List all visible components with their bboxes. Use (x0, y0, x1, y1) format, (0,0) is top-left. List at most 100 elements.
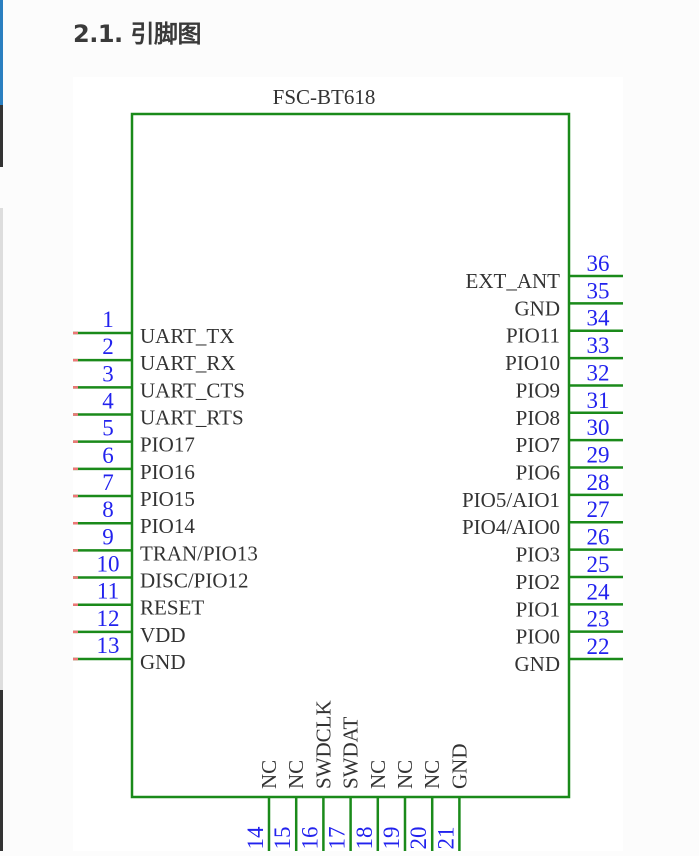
pin-number: 30 (587, 415, 610, 440)
pin-number: 25 (587, 552, 610, 577)
pin-number: 29 (587, 443, 610, 468)
pin-number: 26 (587, 525, 610, 550)
pin-label: PIO9 (516, 378, 560, 402)
pin-label: GND (140, 650, 186, 674)
pin-label: UART_TX (140, 324, 234, 348)
pin-number: 22 (587, 634, 610, 659)
pin-15: 15 NC (270, 760, 308, 851)
pin-number: 27 (587, 497, 610, 522)
pin-label: PIO3 (516, 543, 560, 567)
pin-label: NC (284, 760, 308, 789)
pin-number: 3 (102, 361, 114, 386)
chip-outline (130, 112, 571, 799)
pin-number: 32 (587, 360, 610, 385)
pin-number: 11 (97, 579, 119, 604)
pin-label: NC (257, 760, 281, 789)
pin-number: 16 (297, 827, 322, 850)
pin-label: PIO15 (140, 487, 195, 511)
pin-number: 17 (325, 827, 350, 850)
sidebar-edge (0, 690, 3, 851)
pin-label: PIO2 (516, 570, 560, 594)
sidebar-edge (0, 0, 3, 105)
pin-label: EXT_ANT (466, 269, 561, 293)
pin-number: 28 (587, 470, 610, 495)
pin-label: NC (420, 760, 444, 789)
pin-label: PIO11 (506, 324, 560, 348)
pin-number: 23 (587, 607, 610, 632)
pin-number: 8 (102, 497, 114, 522)
pin-label: DISC/PIO12 (140, 569, 249, 593)
pin-number: 6 (102, 443, 114, 468)
part-name: FSC-BT618 (273, 85, 376, 109)
pin-19: 19 NC (379, 760, 417, 851)
pin-label: PIO16 (140, 460, 195, 484)
pin-label: GND (515, 296, 561, 320)
pin-number: 34 (587, 306, 611, 331)
pin-label: PIO8 (516, 406, 560, 430)
pin-number: 5 (102, 416, 114, 441)
pin-label: UART_CTS (140, 378, 245, 402)
pin-number: 36 (587, 251, 610, 276)
pin-number: 35 (587, 278, 610, 303)
pin-number: 13 (97, 633, 120, 658)
pin-label: PIO14 (140, 514, 195, 538)
pin-14: 14 NC (243, 760, 281, 851)
pin-label: PIO5/AIO1 (462, 488, 560, 512)
pin-number: 31 (587, 388, 610, 413)
pin-label: SWDCLK (311, 700, 335, 789)
pin-label: UART_RX (140, 351, 236, 375)
pin-number: 14 (243, 826, 268, 850)
pin-label: RESET (140, 596, 204, 620)
sidebar-edge (0, 208, 3, 690)
pin-label: TRAN/PIO13 (140, 541, 258, 565)
pin-label: PIO1 (516, 597, 560, 621)
pin-number: 19 (379, 827, 404, 850)
pin-number: 12 (97, 606, 120, 631)
sidebar-edge (0, 105, 3, 167)
pin-label: PIO17 (140, 433, 195, 457)
pin-16: 16 SWDCLK (297, 700, 335, 851)
pin-label: NC (393, 760, 417, 789)
pin-number: 18 (352, 827, 377, 850)
pin-number: 15 (270, 827, 295, 850)
pin-number: 10 (97, 552, 120, 577)
pin-label: GND (447, 744, 471, 790)
pin-label: VDD (140, 623, 186, 647)
pin-number: 33 (587, 333, 610, 358)
pin-label: PIO10 (505, 351, 560, 375)
pin-label: PIO0 (516, 625, 560, 649)
pin-label: UART_RTS (140, 406, 244, 430)
pin-label: GND (515, 652, 561, 676)
pin-label: PIO6 (516, 461, 560, 485)
pin-label: SWDAT (339, 716, 363, 789)
pin-label: NC (366, 760, 390, 789)
